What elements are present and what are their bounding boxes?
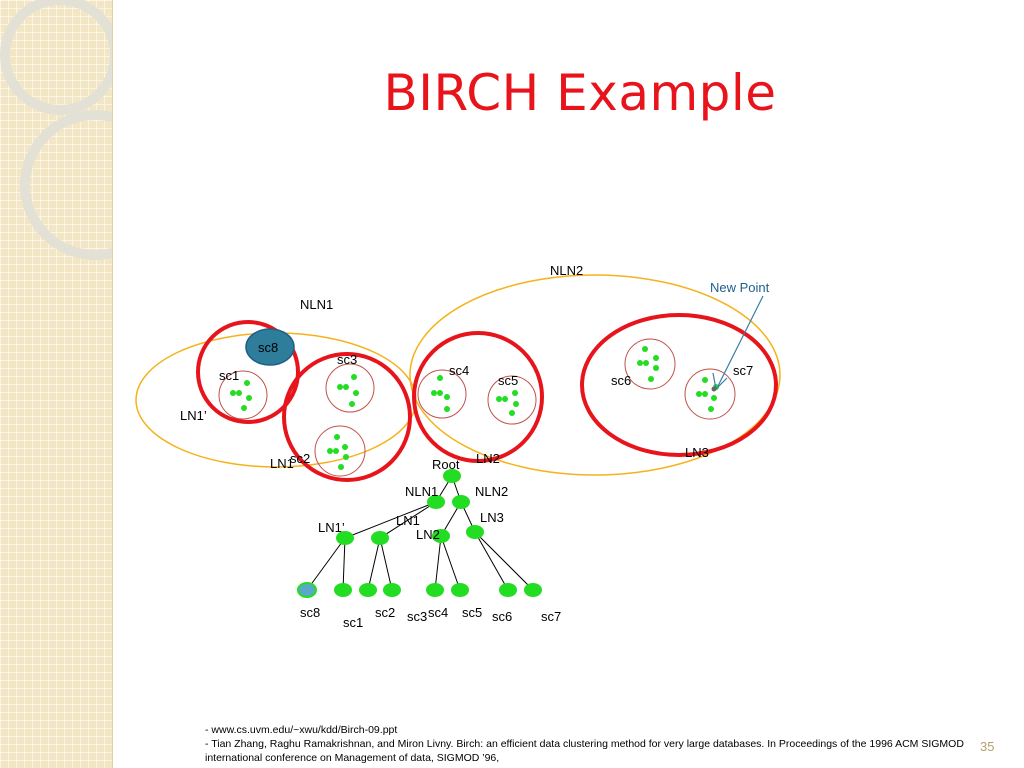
sc6-label: sc6: [611, 373, 631, 388]
new-point-label: New Point: [710, 280, 770, 295]
tree-leaf-sc3: [383, 583, 401, 597]
tree-ln2-label: LN2: [416, 527, 440, 542]
tree-leaf-sc5: [451, 583, 469, 597]
ln3-label: LN3: [685, 445, 709, 460]
tree-leaf-sc8: [297, 582, 317, 598]
tree-leaf-sc7: [524, 583, 542, 597]
tree-leaf-label: sc4: [428, 605, 448, 620]
tree-nln1-label: NLN1: [405, 484, 438, 499]
ln3-ellipse: [580, 313, 778, 457]
tree-nodes: [297, 469, 542, 598]
tree-node-ln2: [432, 529, 450, 543]
decorative-rings: [0, 0, 112, 260]
new-point-dot: [711, 386, 717, 392]
ln1-prime-label: LN1’: [180, 408, 207, 423]
sc3-label: sc3: [337, 352, 357, 367]
ln1-label: LN1: [270, 456, 294, 471]
ln1-prime-circle: [196, 320, 300, 424]
reference-line: - www.cs.uvm.edu/~xwu/kdd/Birch-09.ppt: [205, 724, 398, 736]
tree-leaf-label: sc8: [300, 605, 320, 620]
tree-node-ln1-prime: [336, 531, 354, 545]
sc5-label: sc5: [498, 373, 518, 388]
sc8-label: sc8: [258, 340, 278, 355]
sc8-subcluster: [245, 328, 295, 366]
nln1-label: NLN1: [300, 297, 333, 312]
tree-node-nln2: [452, 495, 470, 509]
tree-leaf-label: sc5: [462, 605, 482, 620]
ln2-circle: [412, 331, 544, 463]
tree-nln2-label: NLN2: [475, 484, 508, 499]
tree-node-ln3: [466, 525, 484, 539]
tree-node-nln1: [427, 495, 445, 509]
tree-node-ln1: [371, 531, 389, 545]
tree-leaf-sc2: [359, 583, 377, 597]
tree-leaf-label: sc7: [541, 609, 561, 624]
birch-diagram: sc8 NLN1 NLN2 New Point LN1’ LN1 LN2 LN3…: [135, 263, 781, 630]
slide-title: BIRCH Example: [383, 64, 777, 122]
page-number: 35: [980, 739, 995, 754]
tree-leaf-sc1: [334, 583, 352, 597]
sc2-label: sc2: [290, 451, 310, 466]
sc7-label: sc7: [733, 363, 753, 378]
sc6-subcluster: [624, 338, 676, 390]
sc4-label: sc4: [449, 363, 469, 378]
sc2-subcluster: [314, 425, 366, 477]
nln2-label: NLN2: [550, 263, 583, 278]
tree-root-label: Root: [432, 457, 460, 472]
references: - www.cs.uvm.edu/~xwu/kdd/Birch-09.ppt -…: [205, 723, 965, 765]
tree-ln1-label: LN1: [396, 513, 420, 528]
sc4-subcluster: [417, 369, 467, 419]
sc1-subcluster: [218, 370, 268, 420]
tree-leaf-label: sc3: [407, 609, 427, 624]
reference-line: - Tian Zhang, Raghu Ramakrishnan, and Mi…: [205, 738, 964, 764]
tree-leaf-label: sc2: [375, 605, 395, 620]
ln2-label: LN2: [476, 451, 500, 466]
ln1-circle: [282, 352, 412, 482]
tree-leaf-label: sc6: [492, 609, 512, 624]
sc1-label: sc1: [219, 368, 239, 383]
tree-node-root: [443, 469, 461, 483]
tree-leaf-label: sc1: [343, 615, 363, 630]
tree-leaf-sc6: [499, 583, 517, 597]
tree-leaf-sc4: [426, 583, 444, 597]
tree-ln3-label: LN3: [480, 510, 504, 525]
new-point-arrow: [717, 295, 764, 387]
sc5-subcluster: [487, 375, 537, 425]
decorative-sidebar: [0, 0, 113, 768]
nln2-ellipse: [409, 274, 781, 476]
tree-ln1-prime-label: LN1’: [318, 520, 345, 535]
sc3-subcluster: [325, 363, 375, 413]
sc7-subcluster: [684, 368, 736, 420]
